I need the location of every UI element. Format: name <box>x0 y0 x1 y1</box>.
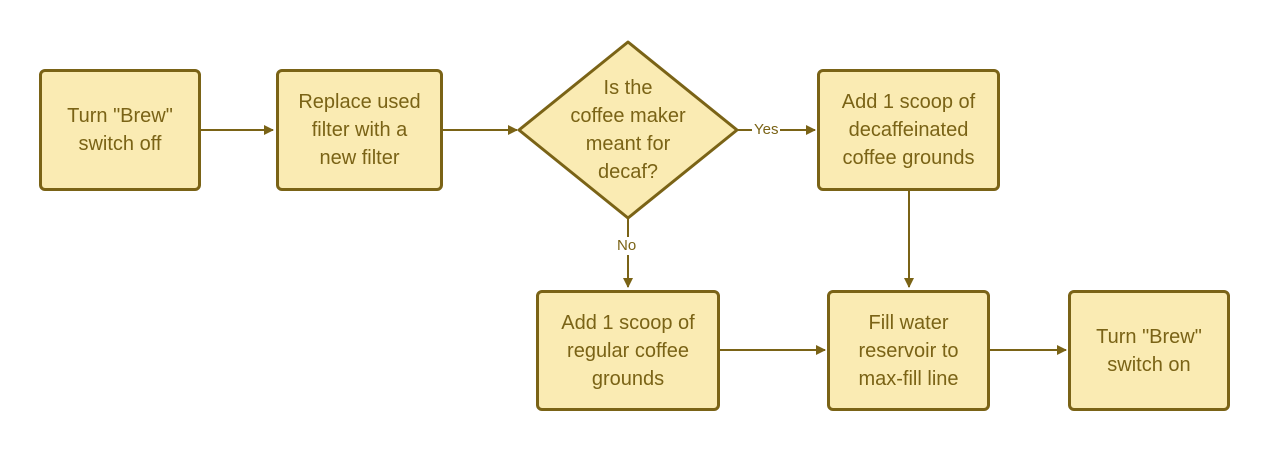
decision-decaf-label: Is the coffee maker meant for decaf? <box>570 77 686 183</box>
step-replace-filter: Replace used filter with a new filter <box>276 69 443 191</box>
edge-label-yes: Yes <box>752 121 781 139</box>
step-replace-filter-label: Replace used filter with a new filter <box>298 91 421 169</box>
step-turn-brew-on: Turn "Brew" switch on <box>1068 290 1230 411</box>
step-turn-brew-off: Turn "Brew" switch off <box>39 69 201 191</box>
step-turn-brew-on-label: Turn "Brew" switch on <box>1096 325 1202 376</box>
step-fill-water: Fill water reservoir to max-fill line <box>827 290 990 411</box>
step-add-decaf-grounds: Add 1 scoop of decaffeinated coffee grou… <box>817 69 1000 191</box>
step-add-regular-grounds-label: Add 1 scoop of regular coffee grounds <box>561 311 695 390</box>
edge-label-no: No <box>615 237 639 255</box>
step-add-regular-grounds: Add 1 scoop of regular coffee grounds <box>536 290 720 411</box>
step-turn-brew-off-label: Turn "Brew" switch off <box>67 105 173 155</box>
step-add-decaf-grounds-label: Add 1 scoop of decaffeinated coffee grou… <box>841 91 976 169</box>
step-fill-water-label: Fill water reservoir to max-fill line <box>858 311 959 390</box>
